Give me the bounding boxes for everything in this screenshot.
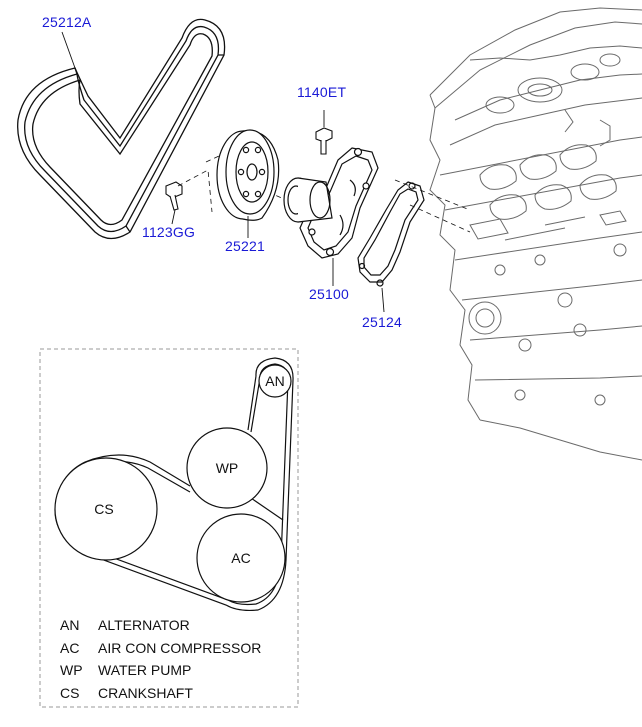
pulley-legend: AN ALTERNATOR AC AIR CON COMPRESSOR WP WATE… — [60, 614, 261, 704]
engine-block-illustration — [429, 7, 642, 461]
pulley-cs: CS — [54, 457, 158, 561]
water-pump-25100 — [283, 147, 379, 259]
pulley-ac-label: AC — [231, 550, 250, 566]
legend-row-ac: AC AIR CON COMPRESSOR — [60, 637, 261, 660]
legend-row-wp: WP WATER PUMP — [60, 659, 261, 682]
legend-row-cs: CS CRANKSHAFT — [60, 682, 261, 705]
part-number-1140ET[interactable]: 1140ET — [297, 84, 347, 100]
drive-belt-25212A — [17, 18, 226, 240]
legend-code: AN — [60, 617, 80, 633]
legend-name: WATER PUMP — [98, 662, 192, 678]
legend-code: AC — [60, 639, 80, 656]
legend-name: ALTERNATOR — [98, 617, 190, 633]
leader-25212A — [61, 31, 76, 69]
pulley-cs-label: CS — [94, 501, 113, 517]
legend-code: WP — [60, 662, 83, 678]
bolt-1123GG — [165, 181, 183, 211]
leader-25124 — [381, 287, 385, 313]
pulley-wp: WP — [186, 427, 268, 509]
belt-routing-box — [39, 348, 299, 708]
water-pump-pulley-25221 — [216, 129, 280, 221]
legend-name: CRANKSHAFT — [98, 684, 193, 701]
part-number-25100[interactable]: 25100 — [309, 286, 349, 302]
part-number-1123GG[interactable]: 1123GG — [142, 224, 196, 240]
part-number-25221[interactable]: 25221 — [225, 238, 265, 254]
pulley-ac: AC — [196, 513, 286, 603]
part-number-25212A[interactable]: 25212A — [42, 14, 92, 30]
pulley-wp-label: WP — [216, 460, 239, 476]
pulley-an-label: AN — [265, 373, 284, 389]
pulley-wp-circle — [186, 427, 268, 509]
pulley-an-circle — [258, 364, 292, 398]
leader-1123GG — [171, 209, 176, 225]
gasket-25124 — [357, 181, 425, 287]
legend-name: AIR CON COMPRESSOR — [98, 639, 262, 656]
legend-code: CS — [60, 684, 80, 701]
pulley-an: AN — [258, 364, 292, 398]
pulley-ac-circle — [196, 513, 286, 603]
pulley-cs-circle — [54, 457, 158, 561]
legend-row-an: AN ALTERNATOR — [60, 614, 261, 637]
part-number-25124[interactable]: 25124 — [362, 314, 402, 330]
bolt-1140ET — [315, 127, 333, 155]
